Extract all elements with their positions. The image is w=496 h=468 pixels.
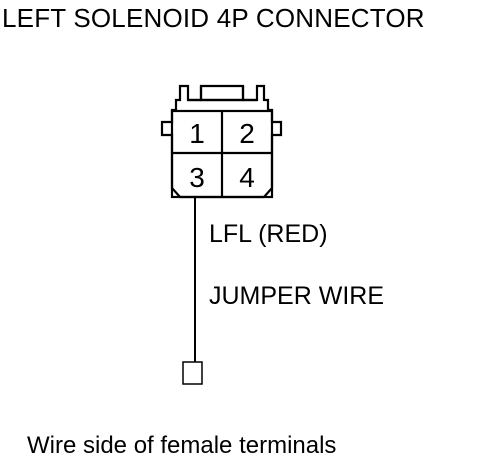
pin-1-label: 1 <box>189 118 205 149</box>
diagram-title: LEFT SOLENOID 4P CONNECTOR <box>2 3 425 33</box>
pin-3-label: 3 <box>189 162 205 193</box>
view-caption: Wire side of female terminals <box>27 432 337 459</box>
pin-4-label: 4 <box>239 162 255 193</box>
jumper-wire-label: JUMPER WIRE <box>209 282 384 310</box>
connector-housing <box>160 84 283 199</box>
wire-terminal <box>182 361 203 385</box>
wire-color-label: LFL (RED) <box>209 220 328 248</box>
pin-2-label: 2 <box>239 118 255 149</box>
